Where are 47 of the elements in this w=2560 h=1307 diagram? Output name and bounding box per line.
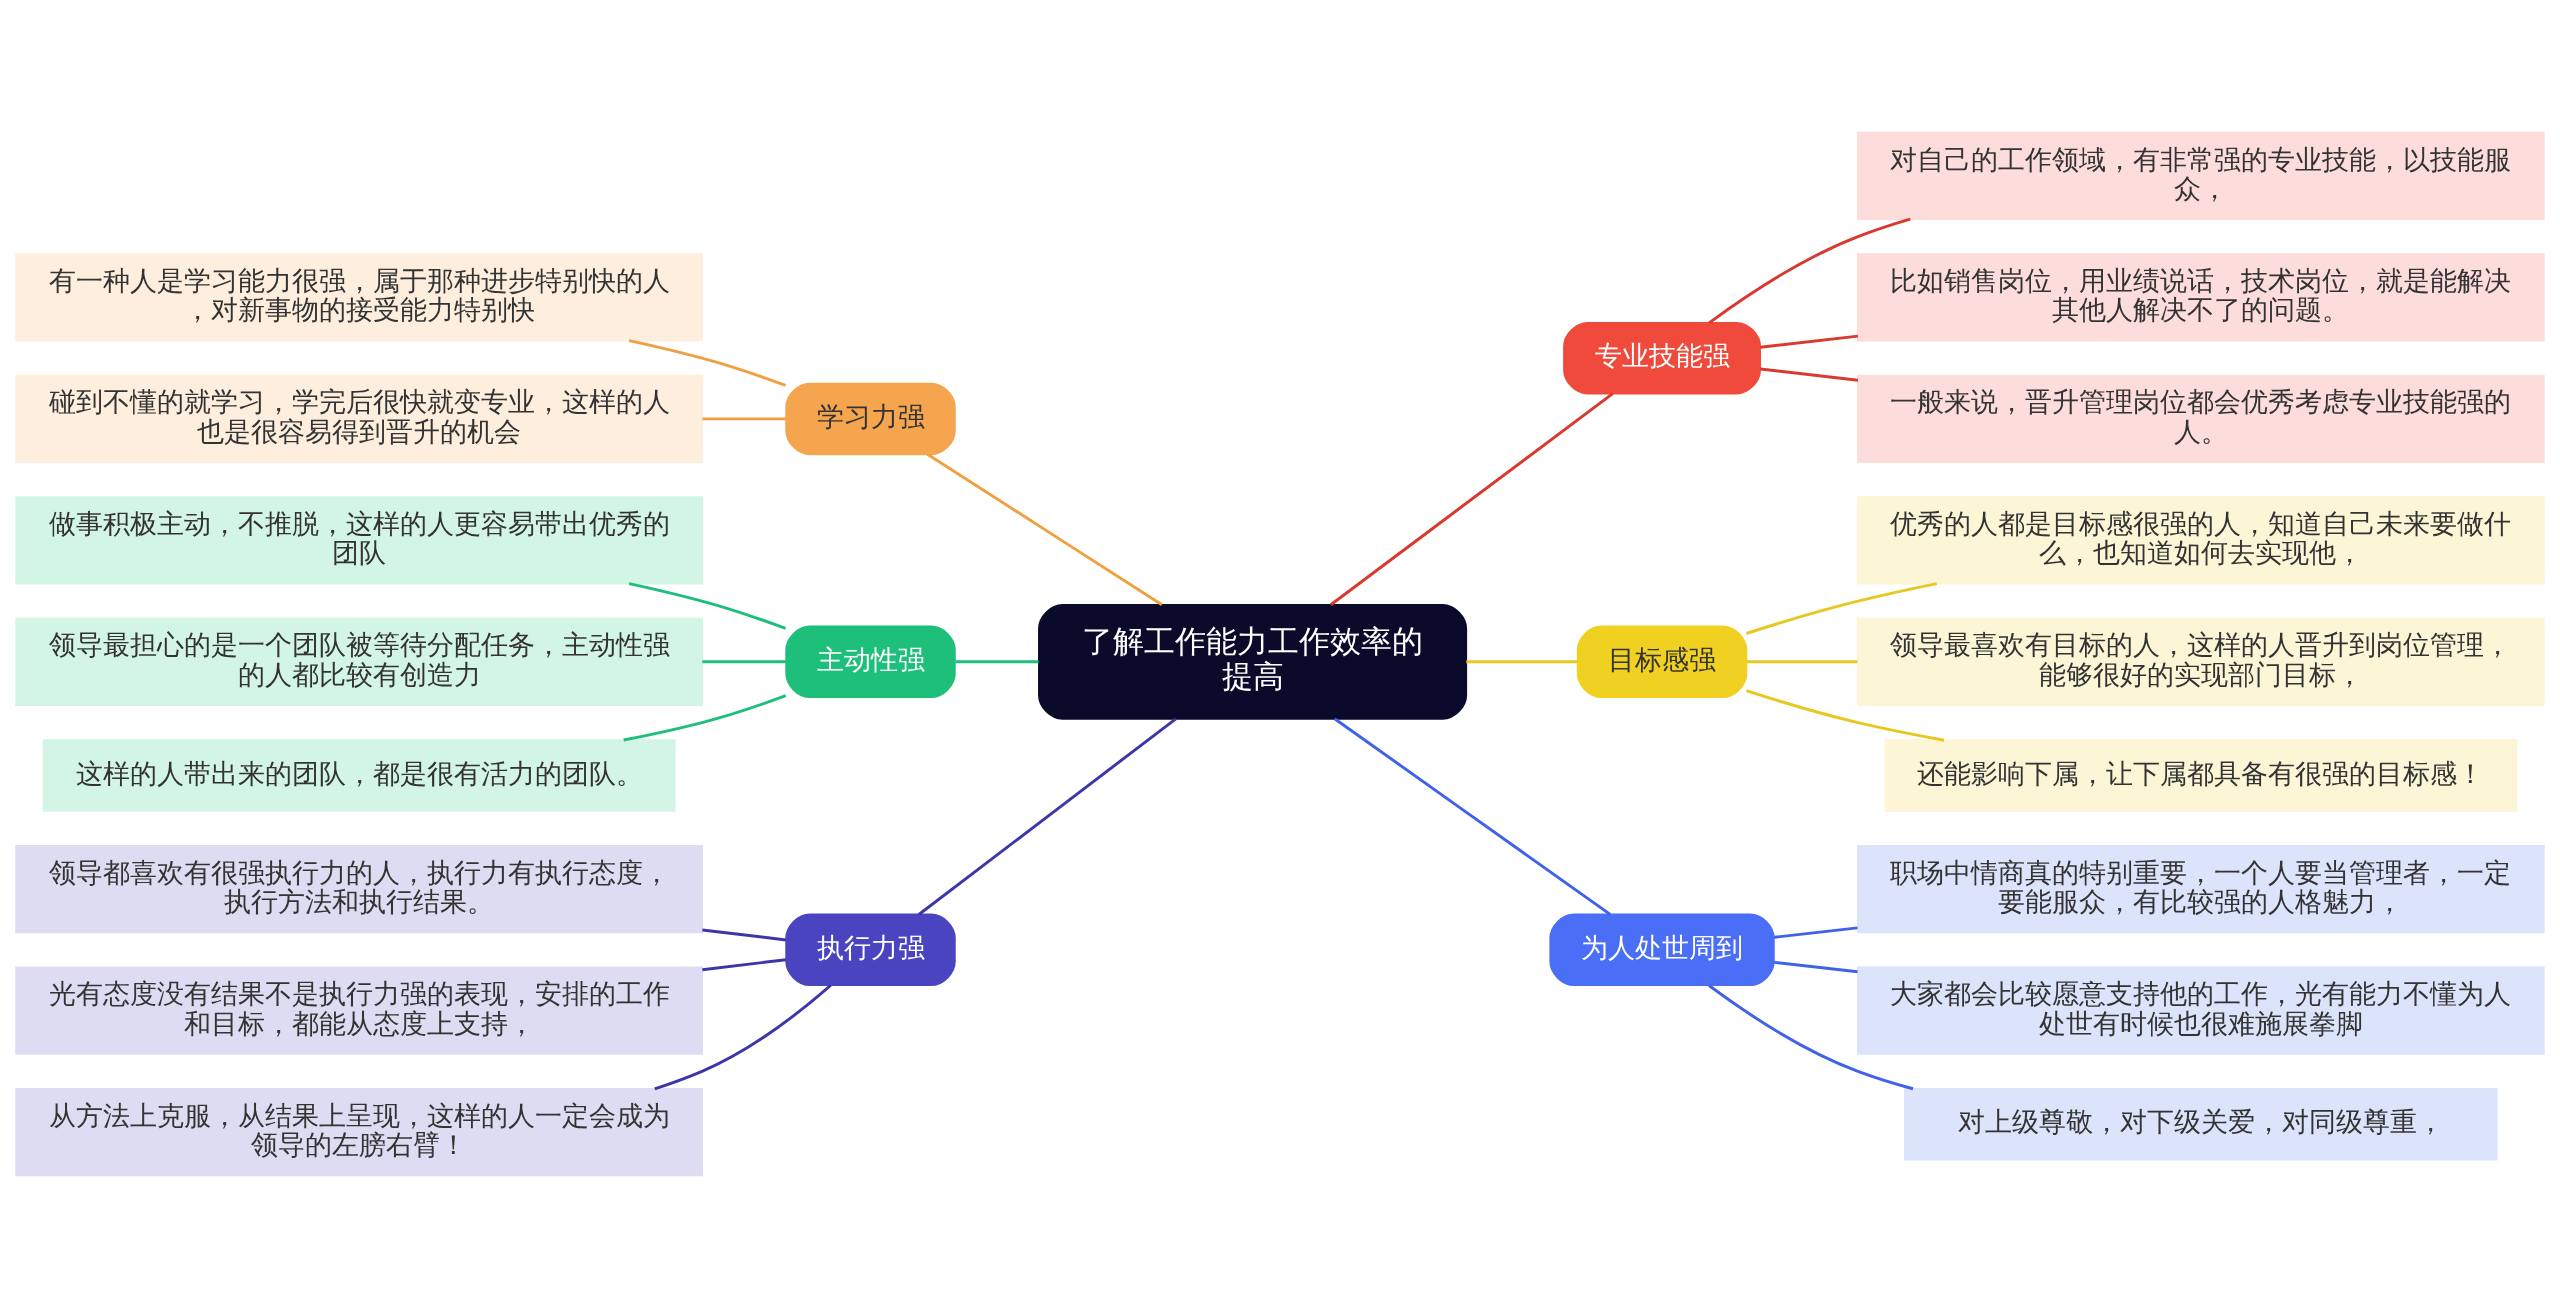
node-box: 做事积极主动，不推脱，这样的人更容易带出优秀的团队 [15, 495, 703, 584]
connector [926, 452, 1163, 606]
node-box: 优秀的人都是目标感很强的人，知道自己未来要做什么，也知道如何去实现他， [1857, 495, 2545, 584]
connector [1745, 581, 1937, 635]
connector [654, 983, 832, 1090]
connector [702, 659, 786, 663]
node-box: 职场中情商真的特别重要，一个人要当管理者，一定要能服众，有比较强的人格魅力， [1857, 844, 2545, 933]
node-box: 执行力强 [785, 913, 956, 986]
connector [1708, 983, 1914, 1090]
connector [628, 338, 787, 387]
connector [623, 693, 787, 741]
connector [1746, 659, 1858, 663]
node-box: 还能影响下属，让下属都具备有很强的目标感！ [1884, 738, 2518, 812]
node-box: 领导最担心的是一个团队被等待分配任务，主动性强的人都比较有创造力 [15, 617, 703, 706]
connector [1760, 334, 1859, 349]
node-box: 一般来说，晋升管理岗位都会优秀考虑专业技能强的人。 [1857, 374, 2545, 463]
connector [1774, 960, 1858, 973]
connector [1329, 391, 1614, 606]
node-box: 目标感强 [1576, 625, 1748, 698]
connector [702, 957, 787, 971]
node-box: 这样的人带出来的团队，都是很有活力的团队。 [42, 738, 676, 812]
node-box: 对上级尊敬，对下级关爱，对同级尊重， [1904, 1087, 2498, 1160]
node-box: 光有态度没有结果不是执行力强的表现，安排的工作和目标，都能从态度上支持， [15, 966, 703, 1055]
node-box: 有一种人是学习能力很强，属于那种进步特别快的人，对新事物的接受能力特别快 [15, 252, 703, 341]
node-box: 领导都喜欢有很强执行力的人，执行力有执行态度，执行方法和执行结果。 [15, 844, 703, 933]
connector [1774, 925, 1858, 939]
connector [702, 416, 786, 420]
connector [1760, 367, 1859, 382]
node-box: 大家都会比较愿意支持他的工作，光有能力不懂为人处世有时候也很难施展拳脚 [1857, 966, 2545, 1055]
connector [702, 928, 787, 941]
node-box: 对自己的工作领域，有非常强的专业技能，以技能服众， [1857, 131, 2545, 220]
connector [1708, 217, 1911, 324]
connector [917, 717, 1177, 916]
node-box: 了解工作能力工作效率的提高 [1038, 603, 1468, 720]
connector [1745, 688, 1945, 742]
node-box: 碰到不懂的就学习，学完后很快就变专业，这样的人也是很容易得到晋升的机会 [15, 374, 703, 463]
node-box: 学习力强 [785, 382, 956, 455]
node-box: 主动性强 [785, 625, 956, 698]
connector [1466, 659, 1578, 663]
connector [955, 659, 1039, 663]
node-box: 从方法上克服，从结果上呈现，这样的人一定会成为领导的左膀右臂！ [15, 1087, 703, 1176]
node-box: 领导最喜欢有目标的人，这样的人晋升到岗位管理，能够很好的实现部门目标， [1857, 617, 2545, 706]
connector [628, 581, 787, 630]
node-box: 比如销售岗位，用业绩说话，技术岗位，就是能解决其他人解决不了的问题。 [1857, 252, 2545, 341]
connector [1333, 717, 1612, 916]
node-box: 为人处世周到 [1549, 913, 1775, 986]
node-box: 专业技能强 [1563, 321, 1761, 394]
